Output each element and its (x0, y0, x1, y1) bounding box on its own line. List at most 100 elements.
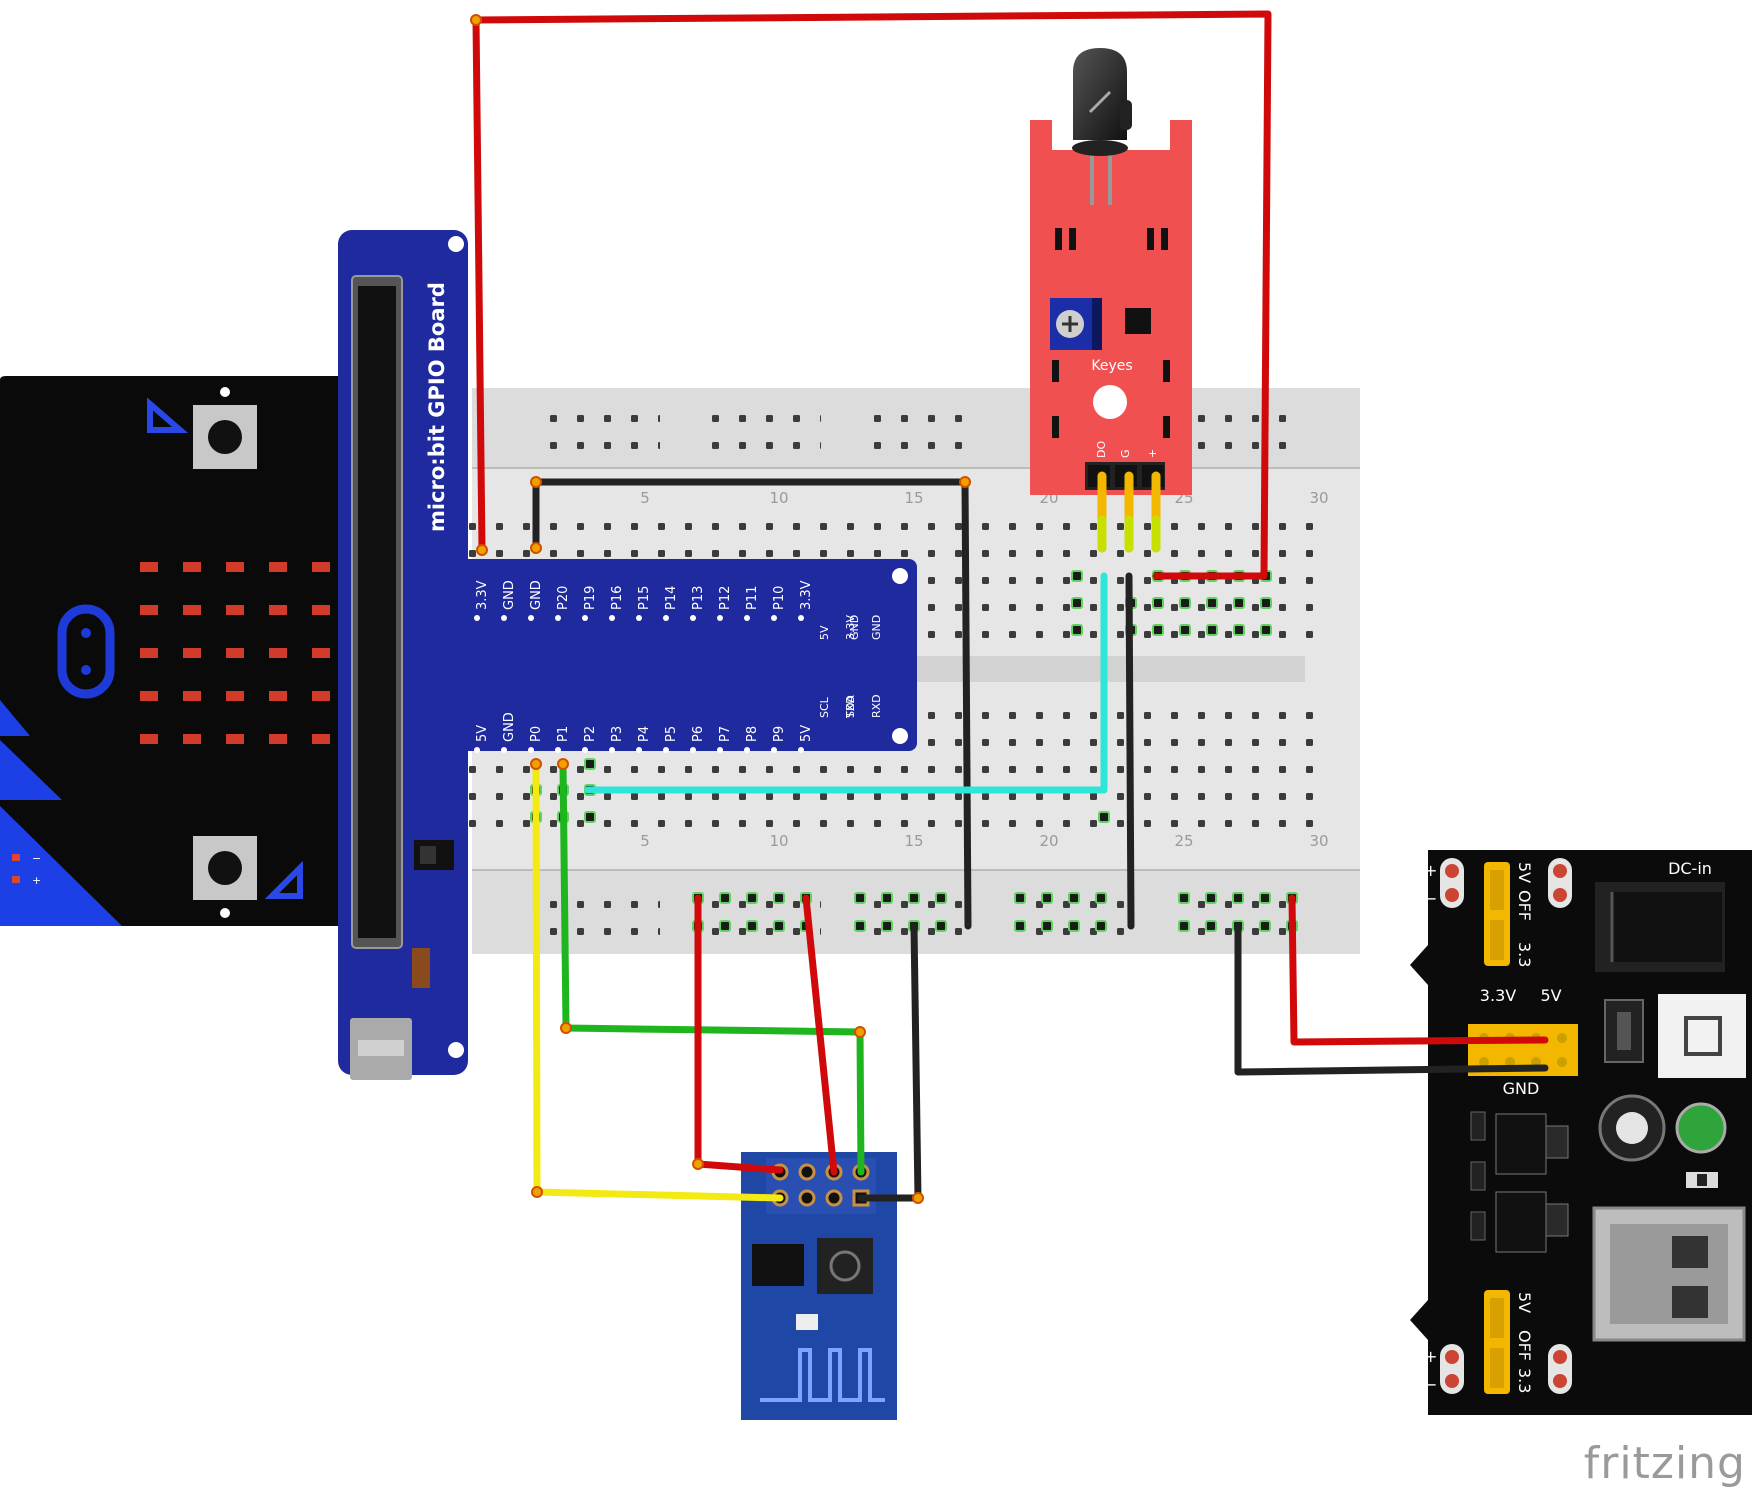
pin-dot (663, 615, 669, 621)
pin-dot (744, 615, 750, 621)
wire-black-gnd-top[interactable] (532, 478, 972, 930)
voltage-jumper-bottom[interactable] (1484, 1290, 1510, 1394)
bottom-jumper-5v: 5V (1515, 1292, 1534, 1313)
matrix-led (140, 734, 158, 744)
connected-hole (719, 920, 731, 932)
gpio-breakout (452, 559, 917, 751)
connected-hole (1206, 624, 1218, 636)
pin-label: P2 (583, 726, 598, 742)
col-number: 20 (1039, 832, 1058, 850)
connected-hole (1179, 597, 1191, 609)
col-number: 10 (769, 832, 788, 850)
connected-hole (1152, 597, 1164, 609)
rail-label-33v: 3.3V (1480, 986, 1516, 1005)
pin-label: P16 (610, 586, 625, 610)
plus-bottom: + (1424, 1347, 1437, 1366)
wire-endpoints (470, 14, 971, 1204)
pin-label: 3.3V (475, 580, 490, 610)
connected-hole (881, 892, 893, 904)
pin-dot (555, 615, 561, 621)
connected-hole (1178, 892, 1190, 904)
col-number: 5 (640, 489, 650, 507)
pin-label: P8 (745, 726, 760, 742)
matrix-led (312, 562, 330, 572)
connected-hole (1179, 624, 1191, 636)
connected-hole (1260, 597, 1272, 609)
wire-red-power-vcc[interactable] (1288, 894, 1549, 1046)
voltage-jumper-top[interactable] (1484, 862, 1510, 966)
connected-hole (773, 920, 785, 932)
connected-hole (1071, 624, 1083, 636)
matrix-led (183, 691, 201, 701)
connected-hole (881, 920, 893, 932)
minus-label: − (32, 852, 41, 865)
connected-hole (746, 892, 758, 904)
gpio-board-title: micro:bit GPIO Board (425, 282, 449, 532)
connected-hole (1206, 597, 1218, 609)
connected-hole (935, 892, 947, 904)
bottom-jumper-off: OFF (1515, 1330, 1534, 1361)
matrix-led (269, 734, 287, 744)
pin-dot (555, 747, 561, 753)
pin-g-label: G (1119, 449, 1132, 458)
pin-dot (582, 747, 588, 753)
connected-hole (1071, 570, 1083, 582)
wire-black-power-gnd[interactable] (1234, 922, 1549, 1076)
minus-top: − (1424, 889, 1437, 908)
connected-hole (1259, 920, 1271, 932)
wire-cyan-signal[interactable] (584, 572, 1108, 794)
gnd-label: GND (1503, 1079, 1540, 1098)
pin-label: P0 (529, 726, 544, 742)
pin-dot (663, 747, 669, 753)
top-jumper-5v: 5V (1515, 862, 1534, 883)
plus-top: + (1424, 861, 1437, 880)
wire-green-p1[interactable] (559, 760, 865, 1176)
pin-do-label: DO (1095, 441, 1108, 458)
wire-red-power-loop[interactable] (472, 10, 1272, 580)
pin-dot (528, 747, 534, 753)
connected-hole (1205, 920, 1217, 932)
connected-hole (1205, 892, 1217, 904)
matrix-led (226, 605, 244, 615)
matrix-led (183, 605, 201, 615)
power-switch[interactable] (1604, 994, 1746, 1078)
side-pin-label: GND (870, 615, 883, 640)
pin-dot (501, 747, 507, 753)
button-b[interactable] (193, 836, 303, 918)
pin-label: P6 (691, 726, 706, 742)
connected-hole (1259, 892, 1271, 904)
matrix-led (269, 691, 287, 701)
connected-hole (908, 892, 920, 904)
pin-label: P11 (745, 586, 760, 610)
pin-label: 5V (475, 725, 490, 742)
matrix-led (183, 562, 201, 572)
pin-dot (474, 615, 480, 621)
col-number: 30 (1309, 489, 1328, 507)
pin-plus-label: + (1146, 449, 1159, 458)
minus-pad (12, 854, 20, 861)
connected-hole (1260, 624, 1272, 636)
pin-label: 3.3V (799, 580, 814, 610)
button-a[interactable] (147, 387, 257, 469)
pin-dot (528, 615, 534, 621)
wire-black-sensor-gnd[interactable] (1125, 572, 1135, 930)
pin-dot (798, 615, 804, 621)
matrix-led (269, 648, 287, 658)
col-number: 10 (769, 489, 788, 507)
pin-label: 5V (799, 725, 814, 742)
pin-dot (690, 747, 696, 753)
pin-dot (609, 747, 615, 753)
pin-label: P12 (718, 586, 733, 610)
side-pin-label: 5V (818, 625, 831, 640)
wire-red-esp-ch[interactable] (802, 894, 838, 1176)
plus-pad (12, 876, 20, 883)
comparator-chip (1125, 308, 1151, 334)
matrix-led (226, 562, 244, 572)
connected-hole (1041, 892, 1053, 904)
dc-in-label: DC-in (1668, 859, 1712, 878)
pin-label: P14 (664, 586, 679, 610)
pin-label: GND (502, 580, 517, 610)
matrix-led (226, 648, 244, 658)
matrix-led (269, 562, 287, 572)
